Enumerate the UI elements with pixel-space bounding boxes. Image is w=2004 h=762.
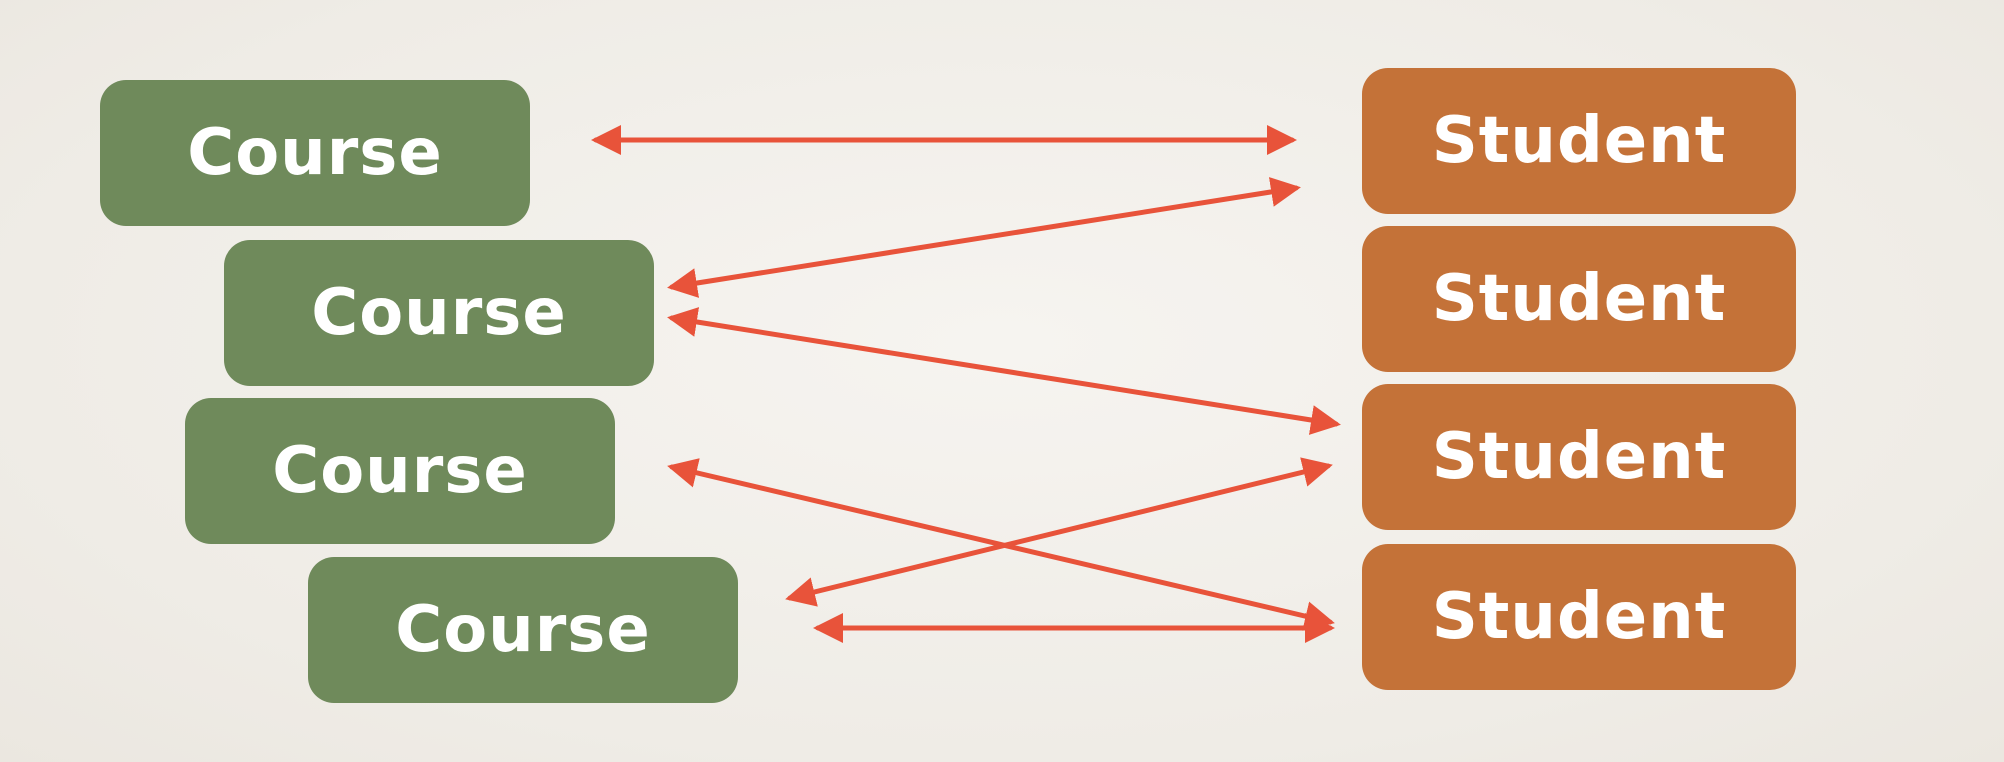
- student-box-1: Student: [1362, 68, 1796, 214]
- link-arrow-course-4-student-3: [785, 457, 1333, 607]
- student-box-4: Student: [1362, 544, 1796, 690]
- student-box-2: Student: [1362, 226, 1796, 372]
- course-box-1: Course: [100, 80, 530, 226]
- course-box-2: Course: [224, 240, 654, 386]
- student-box-3: Student: [1362, 384, 1796, 530]
- course-label-3: Course: [272, 434, 528, 508]
- student-label-2: Student: [1431, 262, 1727, 336]
- course-box-4: Course: [308, 557, 738, 703]
- link-arrow-course-2-student-3: [667, 307, 1341, 435]
- student-label-3: Student: [1431, 420, 1727, 494]
- link-arrow-course-2-student-1: [667, 177, 1301, 298]
- course-label-1: Course: [187, 116, 443, 190]
- course-box-3: Course: [185, 398, 615, 544]
- course-label-4: Course: [395, 593, 651, 667]
- course-label-2: Course: [311, 276, 567, 350]
- student-label-1: Student: [1431, 104, 1727, 178]
- student-label-4: Student: [1431, 580, 1727, 654]
